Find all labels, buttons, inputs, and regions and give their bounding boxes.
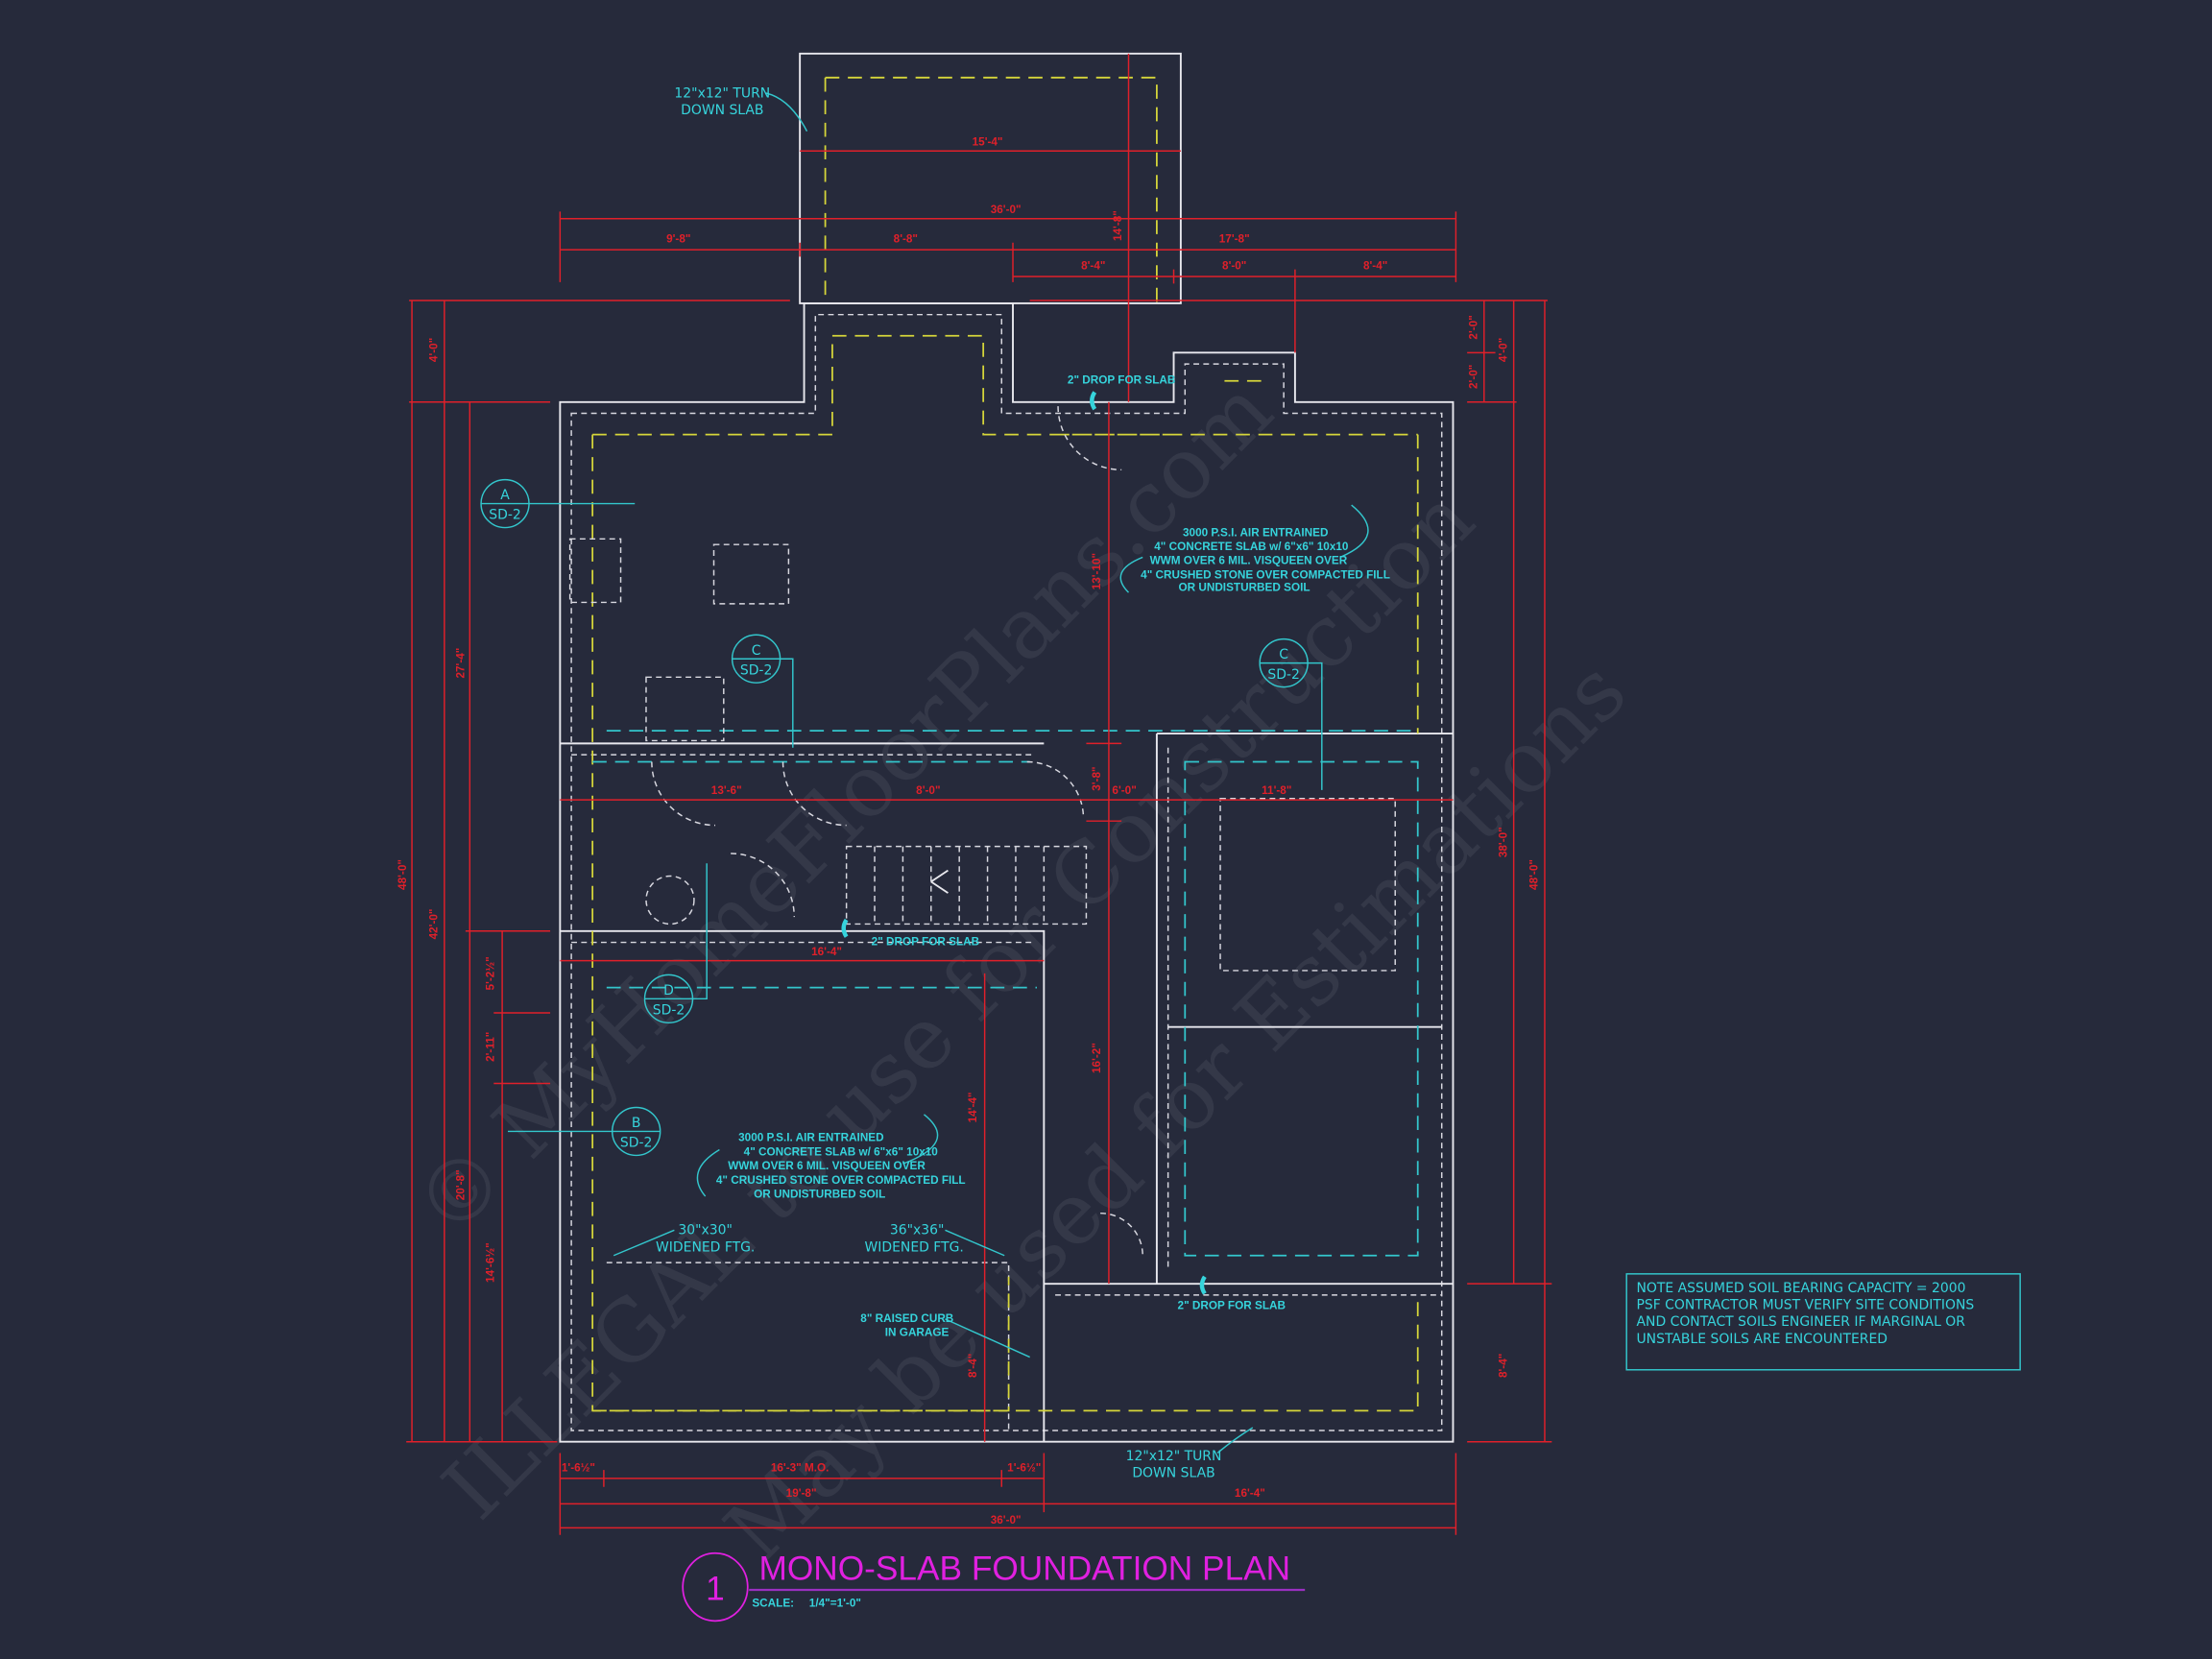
dim-top: 8'-4": [1081, 260, 1105, 273]
dim-left: 27'-4": [454, 648, 467, 679]
dim-bottom: 16'-3" M.O.: [771, 1462, 830, 1475]
slab-note-line: 3000 P.S.I. AIR ENTRAINED: [738, 1132, 884, 1144]
slab-note-line: 3000 P.S.I. AIR ENTRAINED: [1183, 526, 1329, 539]
section-marker-b[interactable]: B SD-2: [507, 1106, 661, 1157]
dim-interior: 13'-10": [1091, 553, 1103, 589]
dim-bottom: 1'-6½": [562, 1462, 595, 1475]
drawing-title-text: MONO-SLAB FOUNDATION PLAN: [759, 1551, 1291, 1588]
dim-porch-depth: 14'-8": [1112, 210, 1124, 241]
slab-note-line: OR UNDISTURBED SOIL: [1178, 582, 1310, 594]
slab-note-line: 4" CONCRETE SLAB w/ 6"x6" 10x10: [1154, 541, 1349, 553]
slab-note-line: 4" CRUSHED STONE OVER COMPACTED FILL: [716, 1174, 966, 1187]
raised-curb-note: IN GARAGE: [885, 1327, 950, 1339]
section-sheet: SD-2: [489, 508, 520, 523]
section-letter: A: [500, 488, 510, 503]
scale-value: 1/4"=1'-0": [809, 1598, 861, 1610]
turn-down-note-bottom: 12"x12" TURN: [1126, 1449, 1222, 1464]
dim-right-overall: 48'-0": [1528, 859, 1541, 890]
dim-left-overall: 48'-0": [397, 859, 409, 890]
dim-porch-width: 15'-4": [973, 135, 1003, 148]
dim-interior: 13'-6": [711, 784, 742, 797]
dim-top: 8'-0": [1222, 260, 1246, 273]
section-letter: C: [1279, 647, 1288, 662]
dim-top: 9'-8": [666, 233, 690, 246]
drop-slab-note: 2" DROP FOR SLAB: [1068, 374, 1175, 387]
scale-label: SCALE:: [752, 1598, 794, 1610]
section-marker-c-right[interactable]: C SD-2: [1259, 637, 1323, 790]
widened-footing-30-note: WIDENED FTG.: [656, 1239, 755, 1255]
widened-footing-36-note: WIDENED FTG.: [864, 1239, 963, 1255]
section-sheet: SD-2: [620, 1136, 652, 1151]
dim-left: 2'-11": [484, 1032, 496, 1062]
turn-down-note-top: DOWN SLAB: [681, 103, 763, 118]
dim-bottom: 19'-8": [786, 1487, 817, 1500]
section-letter: C: [752, 643, 761, 659]
dim-right: 2'-0": [1467, 315, 1479, 339]
dim-left: 4'-0": [428, 338, 441, 362]
dim-right: 2'-0": [1467, 365, 1479, 389]
dim-left: 42'-0": [428, 909, 441, 940]
dim-bottom: 1'-6½": [1007, 1462, 1041, 1475]
dim-bottom-overall: 36'-0": [991, 1514, 1022, 1527]
dim-interior: 3'-8": [1091, 766, 1103, 790]
slab-note-line: WWM OVER 6 MIL. VISQUEEN OVER: [728, 1160, 926, 1172]
dim-interior: 14'-4": [967, 1093, 979, 1123]
section-sheet: SD-2: [1267, 667, 1299, 683]
soil-bearing-note: NOTE ASSUMED SOIL BEARING CAPACITY = 200…: [1625, 1273, 2021, 1371]
dim-interior: 6'-0": [1112, 784, 1136, 797]
widened-footing-30-note: 30"x30": [678, 1223, 733, 1238]
slab-note-line: WWM OVER 6 MIL. VISQUEEN OVER: [1150, 555, 1348, 567]
soil-note-line: AND CONTACT SOILS ENGINEER IF MARGINAL O…: [1636, 1314, 1965, 1330]
widened-footing-36-note: 36"x36": [890, 1223, 945, 1238]
dimension-lines: [406, 53, 1552, 1535]
dim-top: 8'-4": [1363, 260, 1387, 273]
soil-note-line: NOTE ASSUMED SOIL BEARING CAPACITY = 200…: [1636, 1281, 1965, 1296]
section-markers: A SD-2 C SD-2 C SD-2 D SD-2 B SD-2: [480, 478, 1323, 1157]
drawing-title: 1 MONO-SLAB FOUNDATION PLAN SCALE: 1/4"=…: [682, 1551, 1306, 1623]
dim-right: 8'-4": [1497, 1354, 1509, 1378]
section-letter: B: [632, 1116, 641, 1131]
drawing-number: 1: [706, 1570, 725, 1607]
soil-note-line: UNSTABLE SOILS ARE ENCOUNTERED: [1636, 1332, 1887, 1347]
dim-interior: 16'-4": [811, 946, 842, 958]
slab-note-line: 4" CONCRETE SLAB w/ 6"x6" 10x10: [744, 1145, 939, 1158]
dim-bottom: 16'-4": [1235, 1487, 1265, 1500]
dim-right: 38'-0": [1497, 827, 1509, 857]
dim-right: 4'-0": [1497, 338, 1509, 362]
slab-note-lower: 3000 P.S.I. AIR ENTRAINED 4" CONCRETE SL…: [696, 1114, 966, 1201]
dim-top: 8'-8": [894, 233, 918, 246]
turn-down-note-bottom: DOWN SLAB: [1132, 1465, 1214, 1480]
turn-down-note-top: 12"x12" TURN: [674, 85, 770, 101]
drop-slab-note: 2" DROP FOR SLAB: [1178, 1300, 1286, 1312]
section-sheet: SD-2: [740, 662, 772, 678]
dim-left: 20'-8": [454, 1169, 467, 1200]
dim-overall-top: 36'-0": [991, 204, 1022, 216]
slab-outline: [559, 52, 1455, 1443]
drop-slab-note: 2" DROP FOR SLAB: [872, 935, 979, 948]
soil-note-line: PSF CONTRACTOR MUST VERIFY SITE CONDITIO…: [1636, 1298, 1974, 1313]
dim-interior: 8'-4": [967, 1354, 979, 1378]
slab-note-line: OR UNDISTURBED SOIL: [754, 1189, 885, 1201]
raised-curb-note: 8" RAISED CURB: [860, 1312, 953, 1325]
slab-note-upper: 3000 P.S.I. AIR ENTRAINED 4" CONCRETE SL…: [1119, 504, 1390, 594]
slab-note-line: 4" CRUSHED STONE OVER COMPACTED FILL: [1141, 568, 1390, 581]
section-marker-d[interactable]: D SD-2: [643, 863, 708, 1024]
dim-interior: 11'-8": [1262, 784, 1291, 797]
section-letter: D: [663, 983, 674, 998]
annotations: 12"x12" TURN DOWN SLAB 2" DROP FOR SLAB …: [613, 85, 1390, 1480]
dim-left: 14'-6½": [484, 1242, 496, 1283]
dim-left: 5'-2½": [484, 956, 496, 990]
dim-interior: 8'-0": [916, 784, 940, 797]
dim-interior: 16'-2": [1091, 1043, 1103, 1073]
dimension-labels: 15'-4" 36'-0" 9'-8" 8'-8" 17'-8" 8'-4" 8…: [397, 135, 1540, 1527]
section-marker-c-left[interactable]: C SD-2: [731, 634, 794, 748]
dim-top: 17'-8": [1219, 233, 1250, 246]
section-marker-a[interactable]: A SD-2: [480, 478, 636, 529]
section-sheet: SD-2: [653, 1002, 685, 1018]
